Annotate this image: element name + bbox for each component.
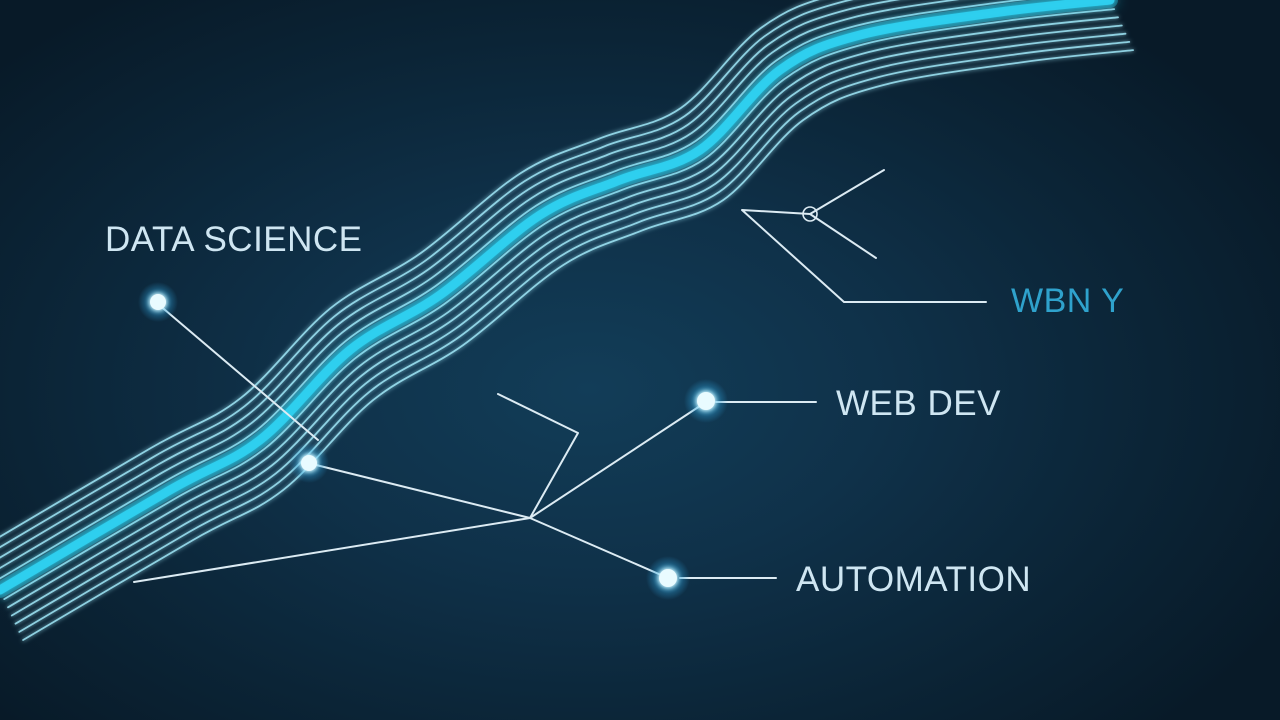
label-partial-heading: WBN Y [1011,282,1125,320]
connector-hub-bracket [497,393,579,519]
label-web-dev: WEB DEV [836,384,1001,423]
connector-hub-automation [529,517,669,579]
stream-line-3 [0,0,901,559]
connector-fork-down [809,213,877,259]
connector-hub-left [133,517,531,583]
node-stream [289,443,329,483]
label-automation: AUTOMATION [796,560,1032,599]
node-automation [646,556,690,600]
label-data-science: DATA SCIENCE [105,220,363,259]
connector-hub-data-science-node [307,462,531,519]
stream-line-6 [3,8,1116,600]
connector-data-science [157,303,319,441]
connector-hub-web-dev [529,401,707,519]
data-stream [0,0,1134,641]
stream-line-7 [7,16,1119,609]
stream-line-5 [0,0,1027,580]
connector-lines [133,169,987,583]
connector-fork-up [809,169,885,215]
stream-line-4 [0,0,960,570]
connector-partial-label [741,209,987,303]
stream-line-2 [0,0,854,549]
stream-line-1 [0,0,820,538]
stream-line-8 [10,24,1123,617]
node-web-dev [684,379,728,423]
stream-line-11 [22,49,1134,641]
stream-line-9 [14,32,1127,625]
stream-core-line [0,0,1115,595]
junction-ring [802,206,818,222]
stream-line-10 [18,41,1131,633]
node-data-science [138,282,178,322]
glow-nodes [138,282,728,600]
